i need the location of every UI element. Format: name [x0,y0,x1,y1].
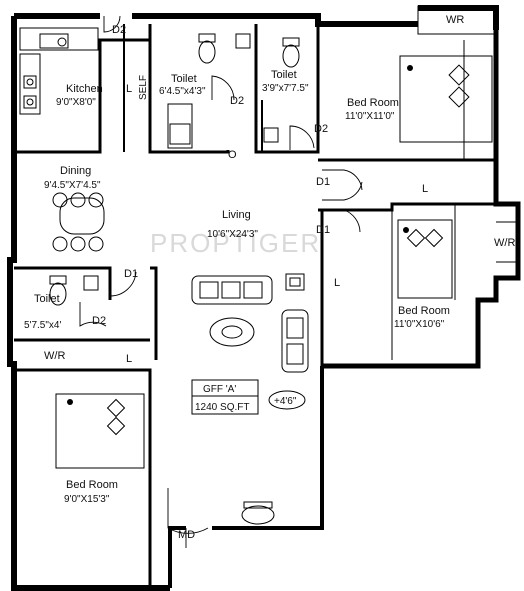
living-size: 10'6"X24'3" [207,229,258,240]
toilet-top-right-name: Toilet [271,69,297,81]
kitchen-size: 9'0"X8'0" [56,97,96,108]
self-label: SELF [138,75,149,100]
interior-walls [14,24,520,588]
wardrobe-left-label: W/R [44,350,65,362]
door-d1-left: D1 [124,268,138,280]
bedroom-right-name: Bed Room [398,305,450,317]
dining-name: Dining [60,165,91,177]
door-d2-toilet1: D2 [230,95,244,107]
door-d2-left: D2 [92,315,106,327]
toilet-top-left-name: Toilet [171,73,197,85]
unit-info-box [191,379,306,415]
bedroom-bottom-left-size: 9'0"X15'3" [64,494,110,505]
kitchen-fixtures [19,27,99,115]
toilet-left-name: Toilet [34,293,60,305]
dining-table [52,192,105,252]
watermark: PROPTIGER [150,228,321,258]
loft-kitchen: L [126,83,132,95]
dining-size: 9'4.5"X7'4.5" [44,180,101,191]
loft-bedroom-top: L [422,183,428,195]
main-door-label: MD [178,529,195,541]
wardrobe-top [417,5,497,35]
living-name: Living [222,209,251,221]
wardrobe-right-label: W/R [494,237,515,249]
bedroom-top-right-size: 11'0"X11'0" [345,111,395,122]
toilet-fixtures [49,33,300,525]
exterior-walls [7,5,521,591]
living-furniture [191,273,309,373]
door-d1-a: D1 [316,176,330,188]
toilet-top-left-size: 6'4.5"x4'3" [159,86,206,97]
door-d2-toilet2: D2 [314,123,328,135]
bedroom-right-size: 11'0"X10'6" [394,319,445,330]
bedroom-top-right-name: Bed Room [347,97,399,109]
door-d2-top: D2 [112,24,126,36]
o-mark: O [228,149,237,161]
unit-code: GFF 'A' [203,384,236,395]
kitchen-name: Kitchen [66,83,103,95]
toilet-top-right-size: 3'9"x7'7.5" [262,83,309,94]
unit-level: +4'6" [274,396,297,407]
door-d1-b: D1 [316,224,330,236]
bedroom-bottom-left-name: Bed Room [66,479,118,491]
beds [55,55,493,469]
doors [79,15,363,548]
loft-bedroom-left: L [126,353,132,365]
wardrobe-top-label: WR [446,14,464,26]
loft-bedroom-right: L [334,277,340,289]
unit-area: 1240 SQ.FT [195,402,249,413]
toilet-left-size: 5'7.5"x4' [24,320,61,331]
